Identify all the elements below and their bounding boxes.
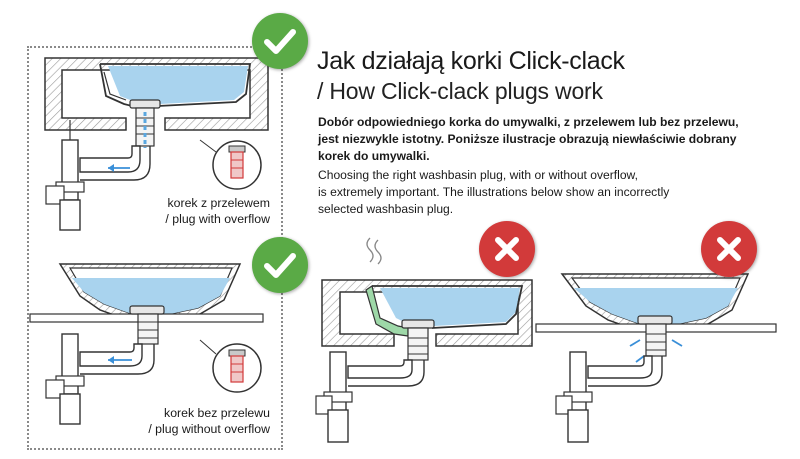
caption-en: / plug with overflow bbox=[165, 212, 270, 226]
page-title: Jak działają korki Click-clack bbox=[317, 47, 625, 75]
page-subtitle: / How Click-clack plugs work bbox=[317, 78, 603, 104]
description-polish: Dobór odpowiedniego korka do umywalki, z… bbox=[318, 114, 788, 165]
check-icon bbox=[252, 13, 308, 69]
caption-en: / plug without overflow bbox=[148, 422, 270, 436]
description-english: Choosing the right washbasin plug, with … bbox=[318, 167, 788, 218]
check-icon bbox=[252, 237, 308, 293]
basin-without-overflow-diagram bbox=[29, 263, 264, 425]
basin-with-overflow-diagram bbox=[44, 57, 269, 231]
caption-pl: korek z przelewem bbox=[167, 196, 270, 210]
incorrect-example-1-diagram bbox=[315, 237, 533, 443]
cross-icon bbox=[701, 221, 757, 277]
caption-plug-without-overflow: korek bez przelewu / plug without overfl… bbox=[148, 405, 270, 437]
caption-plug-with-overflow: korek z przelewem / plug with overflow bbox=[165, 195, 270, 227]
incorrect-example-2-diagram bbox=[535, 273, 777, 443]
description-pl-line: Dobór odpowiedniego korka do umywalki, z… bbox=[318, 115, 739, 129]
plug bbox=[129, 99, 161, 109]
description-pl-line: jest niezwykle istotny. Poniższe ilustra… bbox=[318, 132, 737, 146]
description-en-line: is extremely important. The illustration… bbox=[318, 185, 670, 199]
description-en-line: selected washbasin plug. bbox=[318, 202, 454, 216]
cross-icon bbox=[479, 221, 535, 277]
caption-pl: korek bez przelewu bbox=[164, 406, 270, 420]
description-pl-line: korek do umywalki. bbox=[318, 149, 430, 163]
description-en-line: Choosing the right washbasin plug, with … bbox=[318, 168, 638, 182]
water bbox=[108, 66, 248, 104]
